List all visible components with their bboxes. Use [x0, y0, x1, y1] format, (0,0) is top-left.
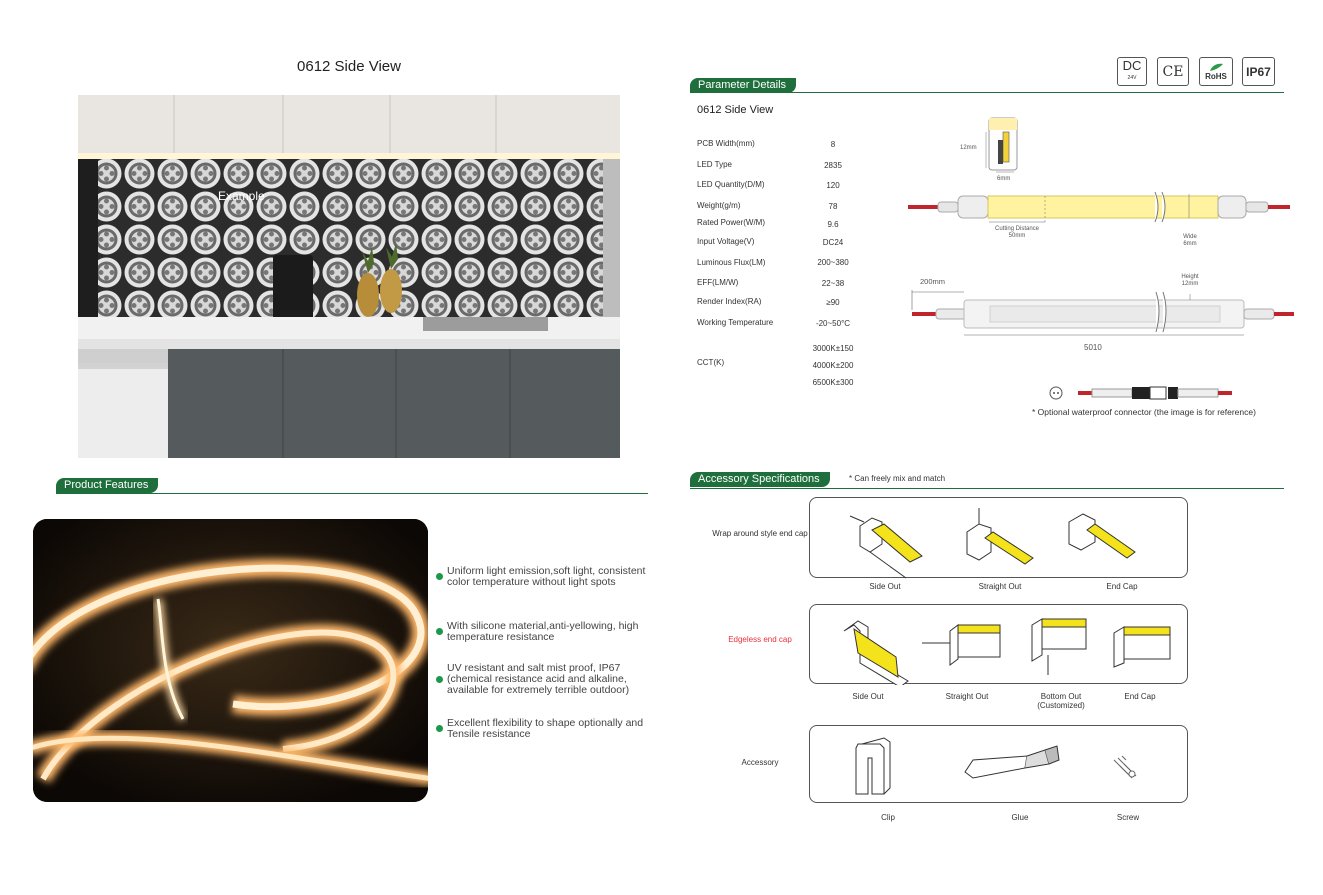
param-label: Rated Power(W/M) — [697, 218, 766, 227]
item-label: Glue — [1011, 813, 1029, 822]
param-label: Working Temperature — [697, 318, 774, 327]
feature-item: Uniform light emission,soft light, consi… — [436, 566, 651, 588]
row-label-edgeless-cap: Edgeless end cap — [728, 635, 792, 644]
feature-text: Uniform light emission,soft light, consi… — [447, 565, 646, 588]
param-value: ≥90 — [826, 298, 840, 307]
led-strip-photo — [33, 519, 428, 802]
param-label: Render Index(RA) — [697, 297, 762, 306]
accessory-specs-tab: Accessory Specifications — [690, 472, 830, 487]
bullet-icon — [436, 676, 443, 683]
row-label-accessory: Accessory — [741, 758, 779, 767]
dim-height-label: 12mm — [960, 145, 977, 151]
cct-label: CCT(K) — [697, 358, 725, 367]
dim-width-label: 6mm — [997, 176, 1011, 182]
cct-value: 6500K±300 — [812, 378, 854, 387]
param-label: PCB Width(mm) — [697, 139, 755, 148]
technical-drawing — [908, 117, 1294, 400]
param-value: 78 — [828, 202, 838, 211]
cct-value: 3000K±150 — [812, 344, 854, 353]
bullet-icon — [436, 725, 443, 732]
divider — [690, 488, 1284, 489]
connector-note: * Optional waterproof connector (the ima… — [1032, 407, 1256, 417]
param-label: Input Voltage(V) — [697, 237, 755, 246]
clip-icon — [855, 737, 891, 795]
param-value: -20~50°C — [815, 319, 851, 328]
feature-text: UV resistant and salt mist proof, IP67 (… — [447, 662, 630, 696]
product-features-tab: Product Features — [56, 478, 159, 493]
divider — [690, 92, 1284, 93]
glue-icon — [964, 745, 1060, 779]
param-value: 200~380 — [817, 258, 849, 267]
ce-mark-icon: CE — [1157, 57, 1189, 86]
accessory-box — [809, 725, 1188, 803]
edgeless-cap-box — [809, 604, 1188, 688]
bullet-icon — [436, 628, 443, 635]
rohs-badge: RoHS — [1199, 57, 1233, 86]
dc-24v-badge: DC 24V — [1117, 57, 1147, 86]
mix-match-note: * Can freely mix and match — [849, 474, 946, 483]
cct-value: 4000K±200 — [812, 361, 854, 370]
item-label: Screw — [1116, 813, 1140, 822]
lead-length-label: 200mm — [920, 277, 946, 286]
height-label: Height 12mm — [1181, 274, 1199, 287]
leaf-icon — [1210, 63, 1223, 71]
param-label: EFF(LM/W) — [697, 278, 739, 287]
feature-item: UV resistant and salt mist proof, IP67 (… — [436, 663, 651, 696]
item-label: Bottom Out (Customized) — [1037, 692, 1085, 710]
param-value: 9.6 — [827, 220, 839, 229]
param-value: 120 — [826, 181, 840, 190]
feature-item: With silicone material,anti-yellowing, h… — [436, 621, 651, 643]
item-label: Straight Out — [978, 582, 1022, 591]
param-value: DC24 — [822, 238, 844, 247]
param-value: 22~38 — [821, 279, 845, 288]
cutting-distance-label: Cutting Distance 50mm — [994, 226, 1040, 239]
photo-caption: Example — [218, 189, 265, 203]
param-label: Luminous Flux(LM) — [697, 258, 766, 267]
param-value: 2835 — [824, 161, 842, 170]
wrap-cap-box — [809, 497, 1188, 579]
row-label-wrap-cap: Wrap around style end cap — [712, 529, 808, 538]
item-label: Side Out — [852, 692, 884, 701]
wide-label: Wide 6mm — [1183, 234, 1197, 247]
params-subtitle: 0612 Side View — [697, 104, 774, 116]
divider — [56, 493, 648, 494]
item-label: Straight Out — [945, 692, 989, 701]
item-label: Clip — [881, 813, 895, 822]
total-length-label: 5010 — [1084, 343, 1102, 352]
feature-item: Excellent flexibility to shape optionall… — [436, 718, 651, 740]
page-title-left: 0612 Side View — [297, 58, 401, 75]
item-label: End Cap — [1124, 692, 1156, 701]
param-label: Weight(g/m) — [697, 201, 741, 210]
param-label: LED Quantity(D/M) — [697, 180, 765, 189]
param-label: LED Type — [697, 160, 732, 169]
kitchen-example-photo: Example — [78, 95, 620, 458]
feature-text: With silicone material,anti-yellowing, h… — [447, 620, 639, 643]
item-label: Side Out — [869, 582, 901, 591]
param-value: 8 — [830, 140, 836, 149]
item-label: End Cap — [1106, 582, 1138, 591]
screw-icon — [1113, 755, 1137, 779]
parameter-details-tab: Parameter Details — [690, 78, 797, 93]
ip67-badge: IP67 — [1242, 57, 1275, 86]
feature-text: Excellent flexibility to shape optionall… — [447, 717, 644, 740]
bullet-icon — [436, 573, 443, 580]
